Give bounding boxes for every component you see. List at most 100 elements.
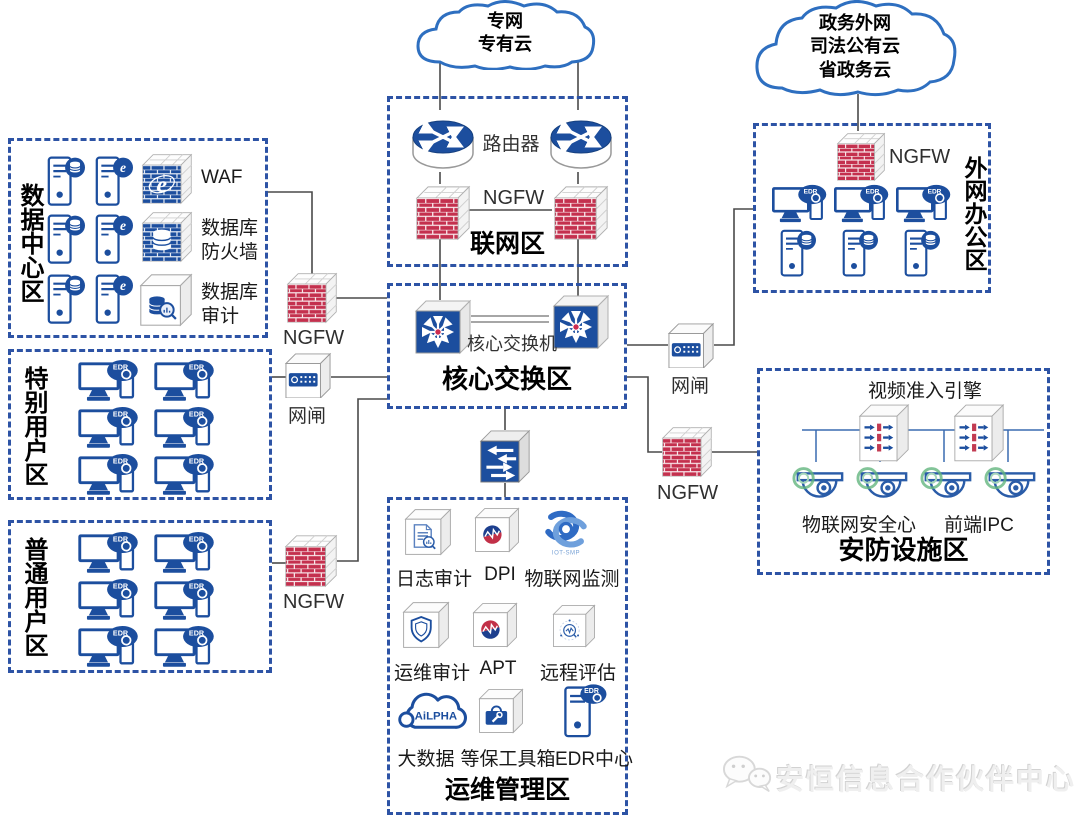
bigdata-label: 大数据 — [397, 749, 455, 770]
network-gate-icon — [285, 353, 331, 398]
zone-title: 安防设施区 — [838, 535, 969, 565]
server-db-icon — [842, 229, 878, 277]
log-audit-label: 日志审计 — [395, 569, 472, 590]
edr-monitor-icon: EDR — [78, 625, 138, 669]
svg-text:EDR: EDR — [928, 189, 942, 196]
zone-title: 运维管理区 — [444, 776, 570, 804]
workstation-group: EDR EDR EDR — [770, 184, 954, 280]
server-db-icon — [780, 229, 816, 277]
edr-monitor-icon: EDR — [78, 406, 138, 450]
edr-center-label: EDR中心 — [554, 749, 634, 770]
zone-special-users: 特别用户区 EDR EDR EDR EDR EDR EDR — [8, 349, 272, 500]
svg-text:EDR: EDR — [584, 688, 599, 695]
ngfw-label: NGFW — [283, 327, 345, 349]
remote-eval-label: 远程评估 — [539, 663, 616, 684]
gate-label: 网闸 — [288, 406, 327, 427]
svg-text:e: e — [157, 172, 167, 198]
zone-ops-management: IOT-SMP 日志审计 DPI 物联网监测 运维审计 APT 远程评估 AiL… — [387, 497, 633, 815]
ngfw-label: NGFW — [889, 146, 951, 168]
svg-text:e: e — [120, 160, 126, 175]
apt-label: APT — [479, 658, 517, 679]
apt-icon — [472, 600, 518, 650]
zone-title: 数据中心区 — [16, 183, 43, 303]
iot-security-label: 物联网安全心 — [801, 515, 916, 536]
zone-outer-office: NGFW 外网办公区 EDR EDR EDR — [753, 123, 991, 293]
edr-monitor-icon: EDR — [78, 578, 138, 622]
private-cloud-icon — [416, 0, 596, 70]
video-engine-label: 视频准入引擎 — [867, 381, 982, 402]
remote-eval-icon — [552, 602, 596, 650]
svg-text:EDR: EDR — [189, 364, 205, 372]
server-web-icon: e — [95, 214, 133, 264]
gov-cloud-icon — [755, 0, 957, 97]
dome-camera-icon — [920, 467, 972, 498]
svg-text:EDR: EDR — [113, 630, 129, 638]
dpi-icon — [474, 506, 520, 554]
video-engine-icon — [953, 403, 1005, 462]
svg-text:EDR: EDR — [189, 458, 205, 466]
server-web-icon: e — [95, 274, 133, 324]
edr-monitor-icon: EDR — [78, 531, 138, 575]
firewall-icon — [287, 273, 337, 323]
svg-text:EDR: EDR — [189, 536, 205, 544]
server-db-icon — [47, 156, 85, 206]
core-switch-label: 核心交换机 — [467, 334, 557, 354]
edr-monitor-icon: EDR — [154, 453, 214, 497]
workstation: EDR — [770, 184, 830, 280]
edr-monitor-icon: EDR — [78, 453, 138, 497]
svg-text:EDR: EDR — [113, 411, 129, 419]
edr-monitor-icon: EDR — [772, 184, 827, 224]
edr-center-icon: EDR — [564, 684, 607, 738]
db-audit-icon — [139, 273, 193, 327]
ngfw-label: NGFW — [283, 591, 345, 613]
zone-title: 核心交换区 — [441, 364, 572, 394]
firewall-icon — [837, 133, 885, 181]
edr-monitor-icon: EDR — [154, 531, 214, 575]
edr-monitor-icon: EDR — [154, 406, 214, 450]
workstation: EDR — [894, 184, 954, 280]
access-switch-icon — [479, 429, 531, 484]
svg-text:e: e — [120, 278, 126, 293]
svg-text:EDR: EDR — [189, 583, 205, 591]
db-audit-label: 数据库审计 — [201, 282, 259, 327]
waf-label: WAF — [201, 167, 243, 188]
ailpha-bigdata-icon: AiLPHA — [398, 692, 468, 729]
server-db-icon — [47, 214, 85, 264]
edr-monitor-icon: EDR — [78, 359, 138, 403]
private-cloud-label: 专网 专有云 — [478, 11, 532, 55]
waf-icon: e — [142, 154, 192, 204]
dpi-label: DPI — [484, 564, 516, 585]
svg-text:EDR: EDR — [189, 411, 205, 419]
svg-text:EDR: EDR — [113, 364, 129, 372]
db-firewall-icon — [141, 211, 193, 263]
iot-monitor-label: 物联网监测 — [524, 569, 620, 590]
zone-security-facilities: 视频准入引擎 物联网安全心 前端IPC 安防设施区 — [757, 368, 1050, 575]
dome-camera-icon — [984, 467, 1036, 498]
server-db-icon — [47, 274, 85, 324]
ngfw-label: NGFW — [483, 187, 545, 209]
router-label: 路由器 — [482, 134, 540, 155]
router-icon — [411, 111, 475, 175]
dome-camera-icon — [792, 467, 844, 498]
zone-internet: 路由器 NGFW 联网区 — [387, 96, 628, 267]
gate-label: 网闸 — [671, 376, 710, 397]
zone-title: 特别用户区 — [20, 366, 47, 486]
toolbox-label: 等保工具箱 — [460, 749, 556, 770]
svg-text:EDR: EDR — [866, 189, 880, 196]
svg-text:AiLPHA: AiLPHA — [415, 711, 457, 723]
zone-core-switch: 核心交换机 核心交换区 — [387, 283, 627, 409]
camera-group — [792, 463, 1038, 505]
server-db-icon — [904, 229, 940, 277]
svg-text:EDR: EDR — [113, 458, 129, 466]
db-firewall-label: 数据库防火墙 — [201, 218, 259, 263]
ops-audit-label: 运维审计 — [393, 663, 470, 684]
workstation: EDR — [832, 184, 892, 280]
monitor-group: EDR EDR EDR EDR EDR EDR — [75, 359, 227, 499]
firewall-icon — [662, 427, 712, 477]
zone-title: 普通用户区 — [20, 537, 47, 657]
zone-title: 联网区 — [469, 230, 545, 258]
